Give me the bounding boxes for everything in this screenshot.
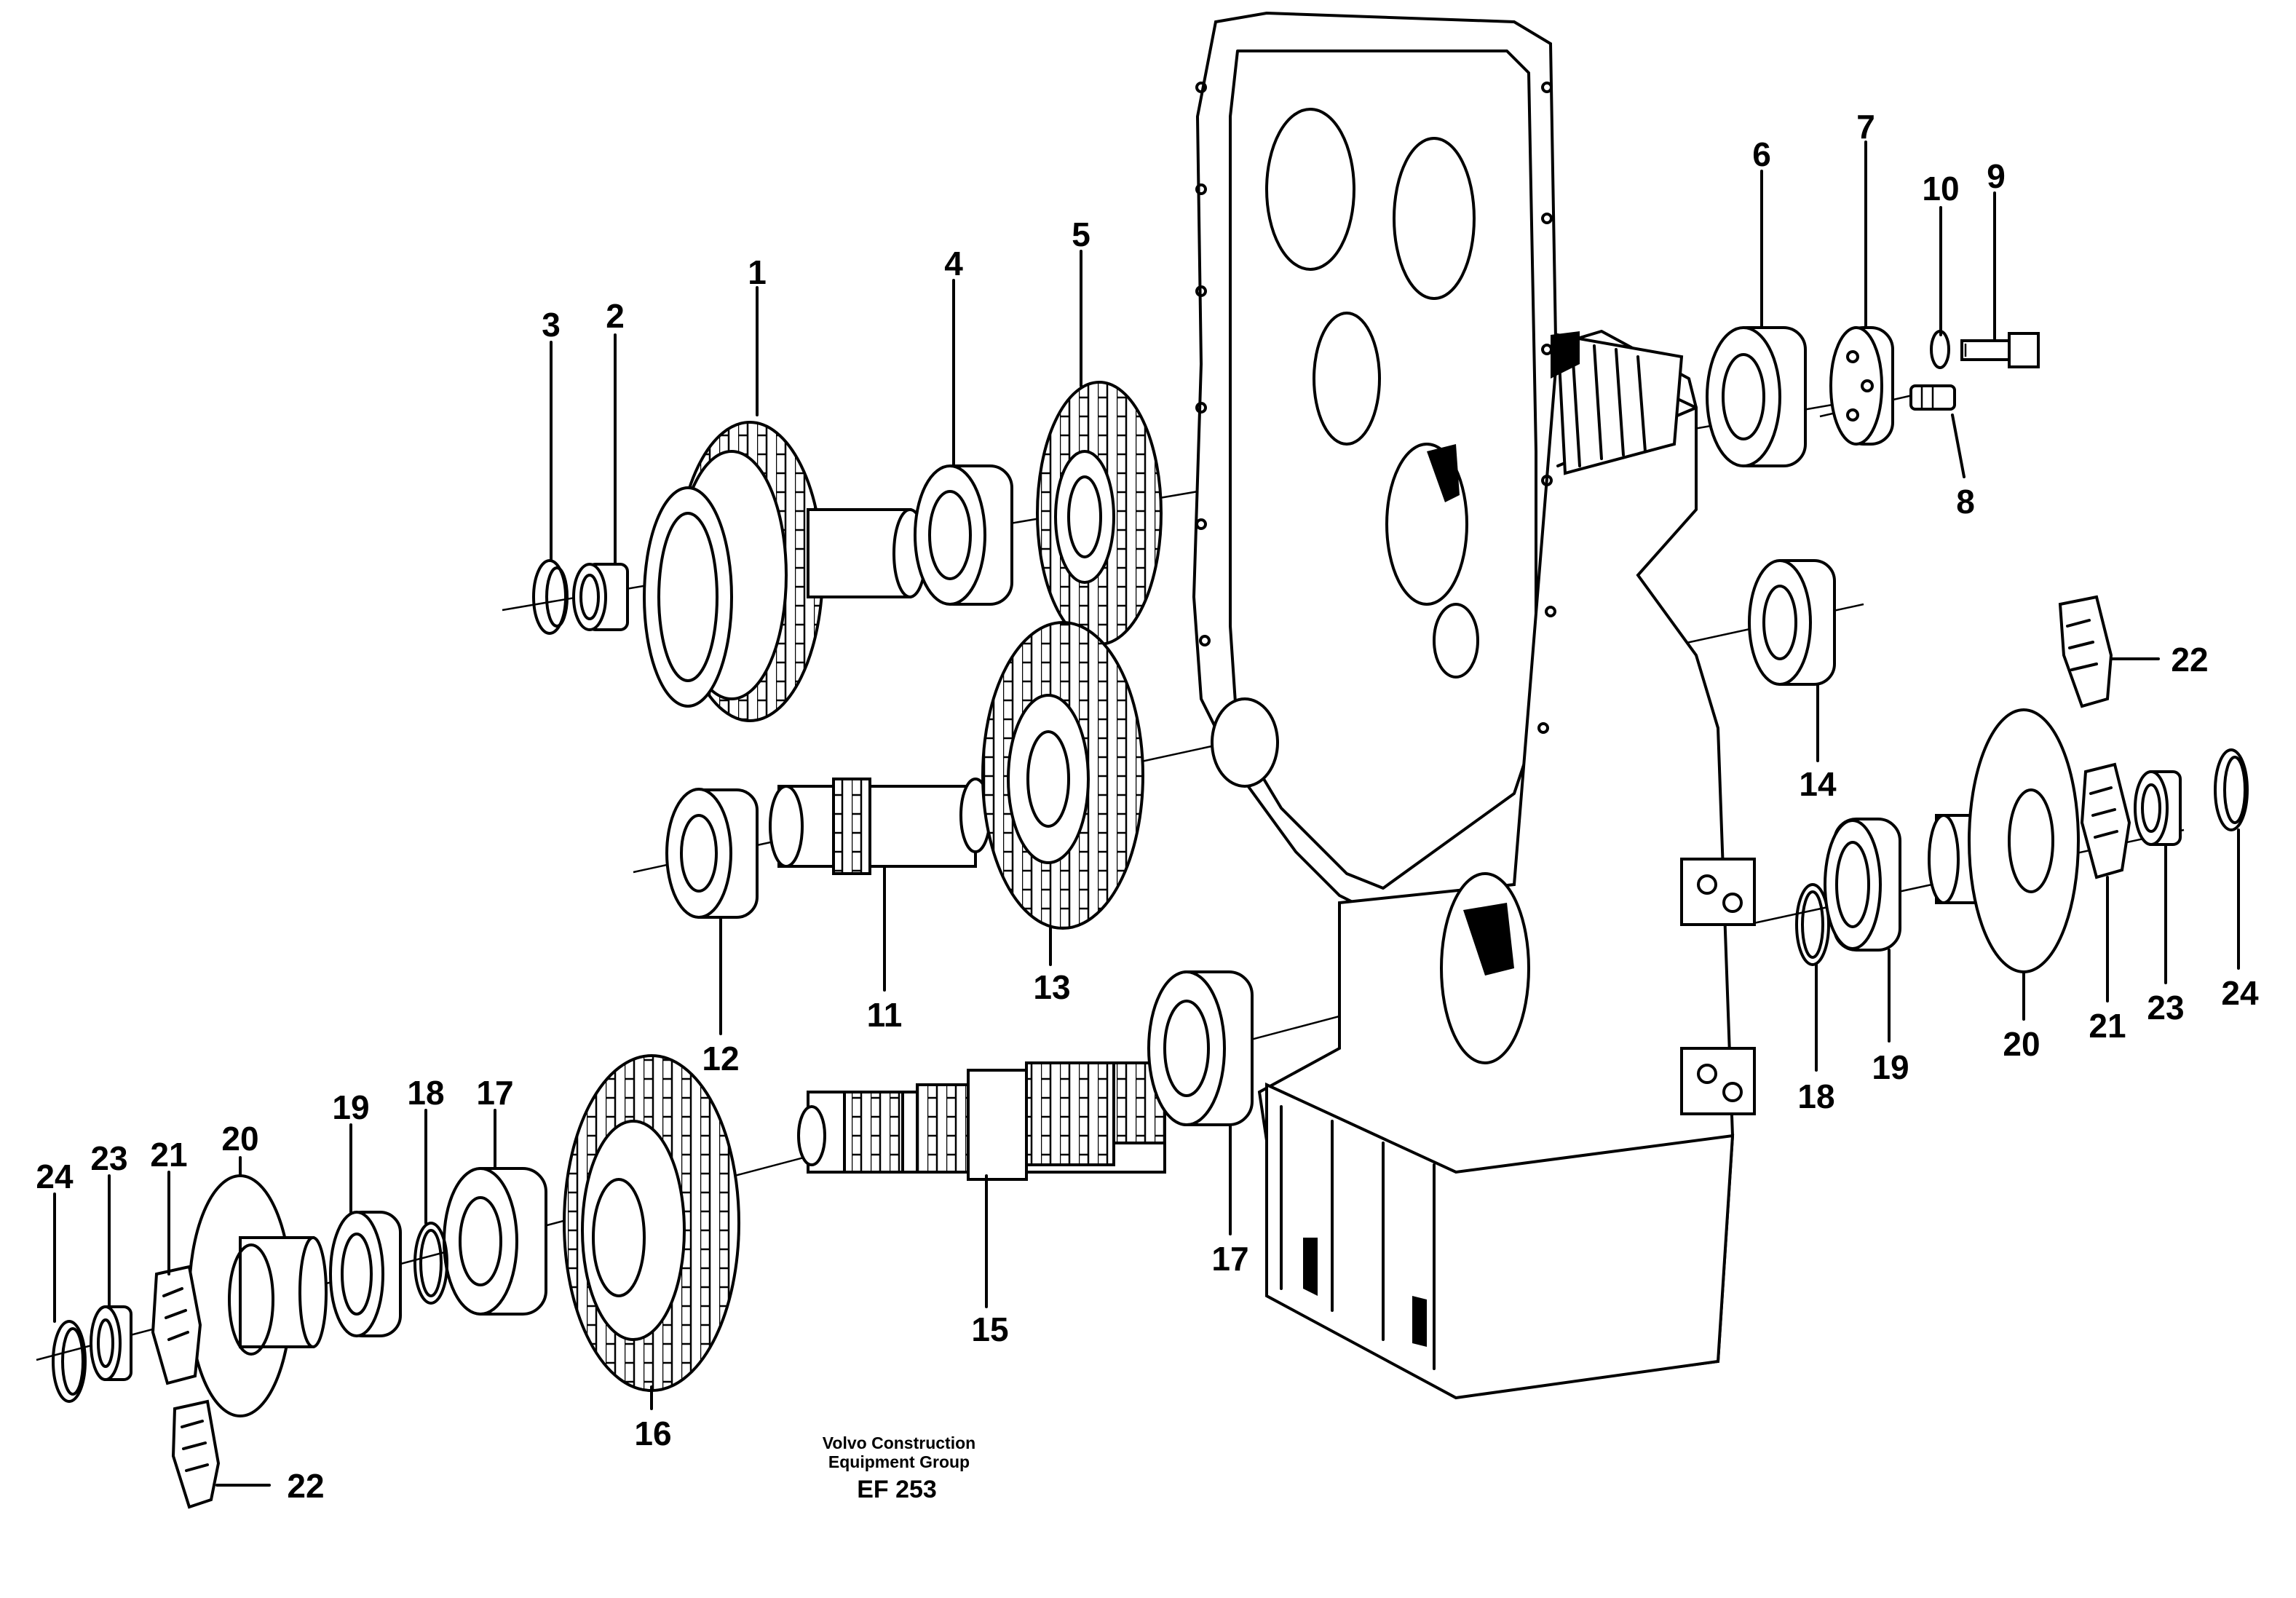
transfer-gearbox-housing bbox=[1192, 11, 1756, 1400]
callout-19-left: 19 bbox=[332, 1088, 369, 1126]
callout-17-right: 17 bbox=[1211, 1240, 1248, 1278]
callout-18-right: 18 bbox=[1797, 1077, 1834, 1115]
part-18-ring-right bbox=[1795, 883, 1830, 966]
callout-5: 5 bbox=[1072, 215, 1090, 253]
callout-3: 3 bbox=[542, 306, 561, 344]
part-13-gear bbox=[981, 621, 1144, 930]
callout-23-right: 23 bbox=[2147, 989, 2184, 1027]
part-20-flange-left bbox=[188, 1174, 328, 1417]
callout-22-bottom: 22 bbox=[287, 1467, 324, 1505]
part-23-nut-right bbox=[2134, 770, 2182, 846]
callout-2: 2 bbox=[606, 297, 625, 335]
part-12-bearing bbox=[665, 788, 759, 919]
callout-16: 16 bbox=[634, 1415, 671, 1452]
part-17-bearing-right bbox=[1147, 970, 1254, 1126]
callout-7: 7 bbox=[1856, 108, 1875, 146]
part-20-flange-right bbox=[1928, 708, 2080, 973]
part-19-seal-right bbox=[1824, 818, 1901, 952]
part-8-plug bbox=[1909, 384, 1956, 411]
part-10-washer bbox=[1930, 330, 1950, 369]
part-21-lock-plate-left bbox=[151, 1265, 202, 1385]
callout-22-top: 22 bbox=[2171, 641, 2208, 679]
callout-numbers: 1 2 3 4 5 6 7 8 9 10 11 12 13 14 15 16 1… bbox=[36, 108, 2259, 1505]
part-24-snap-ring-left bbox=[52, 1320, 87, 1403]
part-18-ring-left bbox=[413, 1222, 448, 1305]
part-17-bearing-left bbox=[443, 1167, 547, 1316]
part-23-nut-left bbox=[90, 1305, 132, 1381]
callout-4: 4 bbox=[944, 245, 963, 282]
callout-21-left: 21 bbox=[150, 1136, 187, 1174]
callout-9: 9 bbox=[1987, 157, 2006, 195]
part-9-bolt bbox=[1960, 332, 2040, 368]
callout-24-right: 24 bbox=[2221, 974, 2259, 1012]
callout-23-left: 23 bbox=[90, 1139, 127, 1177]
part-14-bearing bbox=[1748, 559, 1836, 686]
footer-credit: Volvo Construction Equipment Group EF 25… bbox=[823, 1433, 975, 1503]
part-19-seal-left bbox=[329, 1211, 402, 1337]
part-6-bearing bbox=[1706, 326, 1807, 467]
part-16-gear bbox=[563, 1054, 740, 1392]
part-22-lock-plate-top bbox=[2058, 595, 2113, 708]
figure-code: EF 253 bbox=[857, 1476, 937, 1503]
callout-6: 6 bbox=[1752, 135, 1771, 173]
callout-24-left: 24 bbox=[36, 1158, 74, 1195]
part-4-bearing bbox=[914, 464, 1013, 606]
callout-19-right: 19 bbox=[1872, 1048, 1909, 1086]
callout-20-right: 20 bbox=[2003, 1025, 2040, 1063]
part-1-gear-cluster bbox=[643, 421, 927, 722]
credit-line-1: Volvo Construction bbox=[823, 1433, 975, 1452]
part-2-bearing bbox=[572, 563, 629, 631]
callout-15: 15 bbox=[971, 1310, 1008, 1348]
callout-21-right: 21 bbox=[2089, 1007, 2126, 1045]
callout-20-left: 20 bbox=[221, 1120, 258, 1158]
credit-line-2: Equipment Group bbox=[828, 1452, 970, 1471]
callout-1: 1 bbox=[748, 253, 767, 291]
callout-13: 13 bbox=[1033, 968, 1070, 1006]
callout-14: 14 bbox=[1799, 765, 1837, 803]
leader-lines bbox=[53, 141, 2240, 1487]
callout-11: 11 bbox=[867, 996, 903, 1034]
part-24-snap-ring-right bbox=[2214, 748, 2249, 831]
callout-17-left: 17 bbox=[476, 1074, 513, 1112]
part-22-lock-plate-bottom bbox=[171, 1399, 221, 1509]
part-3-snap-ring bbox=[532, 559, 569, 635]
part-7-cover bbox=[1829, 326, 1894, 446]
callout-10: 10 bbox=[1922, 170, 1959, 207]
callout-18-left: 18 bbox=[407, 1074, 444, 1112]
part-15-output-shaft bbox=[797, 1061, 1166, 1181]
part-11-shaft bbox=[769, 778, 991, 875]
callout-12: 12 bbox=[702, 1040, 739, 1077]
part-5-gear bbox=[1036, 381, 1163, 646]
callout-8: 8 bbox=[1956, 483, 1975, 521]
part-21-lock-plate-right bbox=[2080, 762, 2131, 879]
